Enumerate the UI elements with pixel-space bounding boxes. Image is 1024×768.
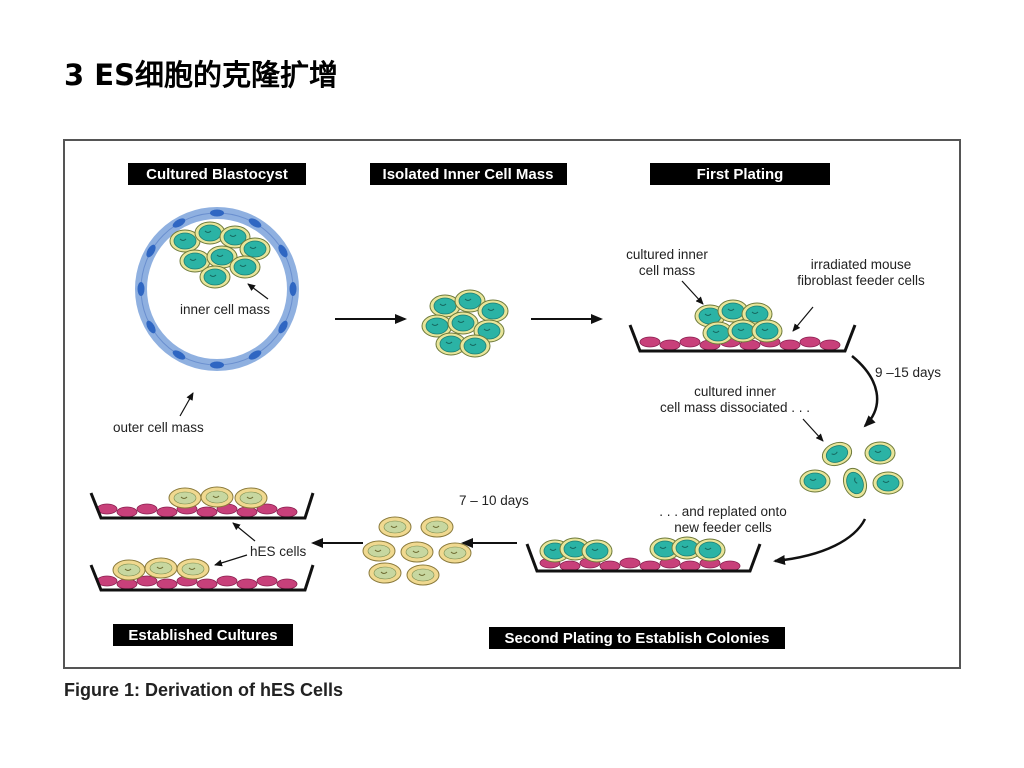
label-inner-cell-mass: inner cell mass [180, 302, 270, 317]
second-plating-dish [525, 536, 762, 573]
label-dissociated-2: cell mass dissociated . . . [660, 400, 810, 415]
pointer-hes-bottom [214, 554, 248, 567]
pointer-hes-top [232, 522, 256, 542]
hes-cells-loose [362, 516, 472, 586]
pointer-dissociated [802, 418, 824, 442]
label-days-9-15: 9 –15 days [875, 365, 941, 380]
svg-text:Isolated Inner Cell Mass: Isolated Inner Cell Mass [383, 166, 554, 183]
hes-derivation-diagram: Cultured Blastocyst Isolated Inner Cell … [89, 163, 941, 649]
pointer-cultured-icm [681, 280, 704, 305]
slide-title: 3 ES细胞的克隆扩增 [64, 58, 338, 92]
svg-text:Second Plating to Establish Co: Second Plating to Establish Colonies [504, 630, 769, 647]
label-days-7-10: 7 – 10 days [459, 493, 529, 508]
blastocyst-illustration [135, 207, 299, 371]
header-second-plating: Second Plating to Establish Colonies [489, 627, 785, 649]
first-plating-dish [628, 299, 857, 353]
isolated-icm-cluster [421, 289, 509, 358]
label-replated-1: . . . and replated onto [659, 504, 787, 519]
arrow-9-15-days [851, 355, 879, 428]
label-dissociated-1: cultured inner [694, 384, 776, 399]
svg-text:First Plating: First Plating [697, 166, 784, 183]
header-established-cultures: Established Cultures [113, 624, 293, 646]
blastocyst-icm-cluster [169, 221, 271, 289]
label-cultured-icm-1: cultured inner [626, 247, 708, 262]
label-replated-2: new feeder cells [674, 520, 772, 535]
pointer-feeder-cells [792, 306, 814, 332]
pointer-inner-cell-mass [247, 283, 269, 300]
dissociated-cells [799, 438, 904, 502]
figure-caption: Figure 1: Derivation of hES Cells [64, 680, 344, 700]
label-outer-cell-mass: outer cell mass [113, 420, 204, 435]
header-cultured-blastocyst: Cultured Blastocyst [128, 163, 306, 185]
pointer-outer-cell-mass [179, 392, 194, 417]
label-hes-cells: hES cells [250, 544, 307, 559]
figure-frame: Cultured Blastocyst Isolated Inner Cell … [63, 139, 961, 669]
label-feeder-2: fibroblast feeder cells [797, 273, 925, 288]
label-feeder-1: irradiated mouse [811, 257, 912, 272]
label-cultured-icm-2: cell mass [639, 263, 696, 278]
header-first-plating: First Plating [650, 163, 830, 185]
established-dish-top [89, 486, 315, 520]
svg-text:Cultured Blastocyst: Cultured Blastocyst [146, 166, 288, 183]
established-dish-bottom [89, 557, 315, 592]
header-isolated-inner-cell-mass: Isolated Inner Cell Mass [370, 163, 567, 185]
svg-text:Established Cultures: Established Cultures [128, 627, 277, 644]
arrow-to-second-plating [773, 518, 867, 565]
